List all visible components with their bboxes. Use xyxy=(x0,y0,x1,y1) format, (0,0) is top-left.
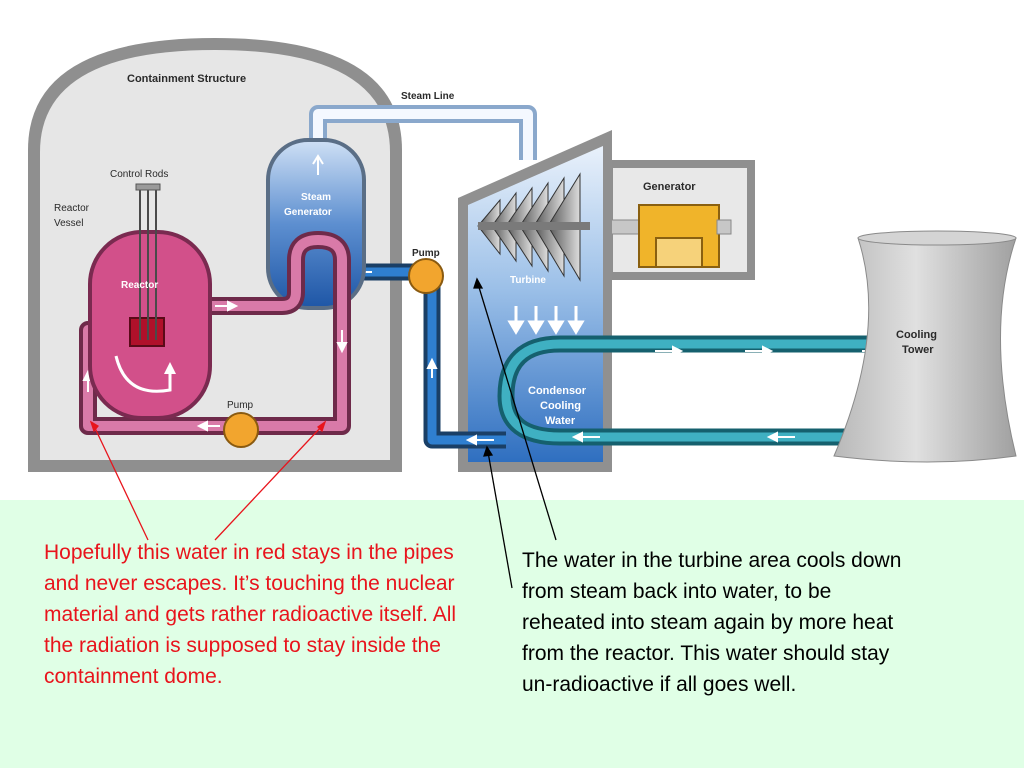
cooling-tower-label-1: Cooling xyxy=(896,329,937,341)
condensor-label-1: Condensor xyxy=(528,385,587,397)
turbine-water-caption: The water in the turbine area cools down… xyxy=(522,549,902,696)
steam-generator-label-2: Generator xyxy=(284,207,332,218)
steam-generator-up-arrow xyxy=(312,154,324,175)
condensor-label-3: Water xyxy=(545,415,576,427)
containment-structure-label: Containment Structure xyxy=(127,73,246,85)
cooling-tower-label-2: Tower xyxy=(902,344,934,356)
condenser-flow-arrows xyxy=(571,345,889,443)
caption-panel xyxy=(0,500,1024,768)
control-rods-label: Control Rods xyxy=(110,169,168,180)
generator-core xyxy=(655,237,703,268)
reactor-vessel-label-2: Vessel xyxy=(54,218,83,229)
turbine-blades xyxy=(477,172,590,282)
annotation-pointers xyxy=(89,420,327,541)
reactor-vessel-label-1: Reactor xyxy=(54,203,90,214)
steam-line-label: Steam Line xyxy=(401,91,455,102)
reactor-circulation-arrowhead xyxy=(164,362,176,374)
annotation-pointers-dark xyxy=(473,277,557,589)
feedwater-pump xyxy=(408,258,444,294)
generator-label: Generator xyxy=(643,181,696,193)
condensor-label-2: Cooling xyxy=(540,400,581,412)
pump-bottom-label: Pump xyxy=(227,400,254,411)
radioactive-water-caption: Hopefully this water in red stays in the… xyxy=(44,541,457,688)
turbine-flow-arrows xyxy=(507,306,585,335)
primary-loop-pipe-inner xyxy=(83,235,347,431)
reactor-pump xyxy=(223,412,259,448)
condenser-cooling-pipe-inner xyxy=(501,339,870,442)
reactor-circulation-arrow xyxy=(114,355,172,393)
steam-generator-label-1: Steam xyxy=(301,192,331,203)
generator-shaft-end xyxy=(716,219,732,235)
turbine-label: Turbine xyxy=(510,275,546,286)
cooling-tower-top xyxy=(857,230,1017,246)
pump-top-label: Pump xyxy=(412,248,440,259)
feedwater-flow-arrows xyxy=(346,266,494,446)
control-rods xyxy=(135,183,161,340)
reactor-label: Reactor xyxy=(121,280,158,291)
